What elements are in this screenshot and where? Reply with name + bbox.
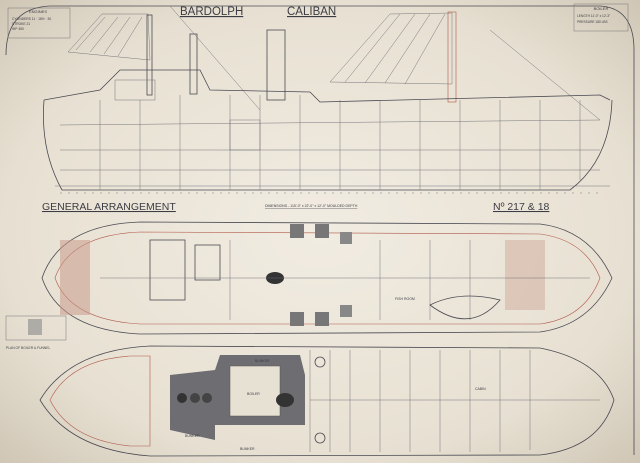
- boiler-line: LENGTH 11'-0" x 12'-3": [577, 14, 610, 18]
- dimensions-note: DIMENSIONS - 115'-0" x 22'-0" x 12'-0" M…: [265, 204, 358, 208]
- label-bunker: BUNKER: [255, 359, 270, 363]
- sheet-border: [5, 5, 635, 455]
- inset-label: PLAN OF BOILER & FUNNEL: [6, 346, 51, 350]
- deck-plan: FISH ROOM: [41, 221, 613, 335]
- engines-line: CYLINDERS 11 · 18½ · 30: [12, 17, 51, 21]
- drawing-heading: GENERAL ARRANGEMENT: [42, 201, 176, 213]
- lower-deck-plan: BOILER BUNKER BUNKER BUNKER CABIN: [39, 345, 615, 457]
- label-boiler: BOILER: [247, 392, 260, 396]
- engines-heading: ENGINES: [29, 9, 47, 14]
- engines-line: STROKE 21: [12, 22, 30, 26]
- boiler-line: PRESSURE 180 LBS: [577, 20, 608, 24]
- ship-name-bardolph: BARDOLPH: [180, 6, 243, 18]
- boiler-info-box: BOILER LENGTH 11'-0" x 12'-3" PRESSURE 1…: [573, 3, 629, 32]
- label-bunker: BUNKER: [185, 434, 200, 438]
- ship-name-caliban: CALIBAN: [287, 6, 336, 18]
- label-fish-room: FISH ROOM: [395, 297, 415, 301]
- label-cabin: CABIN: [475, 387, 486, 391]
- engines-info-box: ENGINES CYLINDERS 11 · 18½ · 30 STROKE 2…: [7, 7, 71, 39]
- boiler-funnel-inset: PLAN OF BOILER & FUNNEL: [5, 315, 67, 350]
- profile-elevation: [43, 5, 613, 194]
- drawing-number: Nº 217 & 18: [493, 201, 550, 213]
- boiler-heading: BOILER: [594, 6, 609, 11]
- engines-line: IHP 450: [12, 27, 24, 31]
- label-bunker: BUNKER: [240, 447, 255, 451]
